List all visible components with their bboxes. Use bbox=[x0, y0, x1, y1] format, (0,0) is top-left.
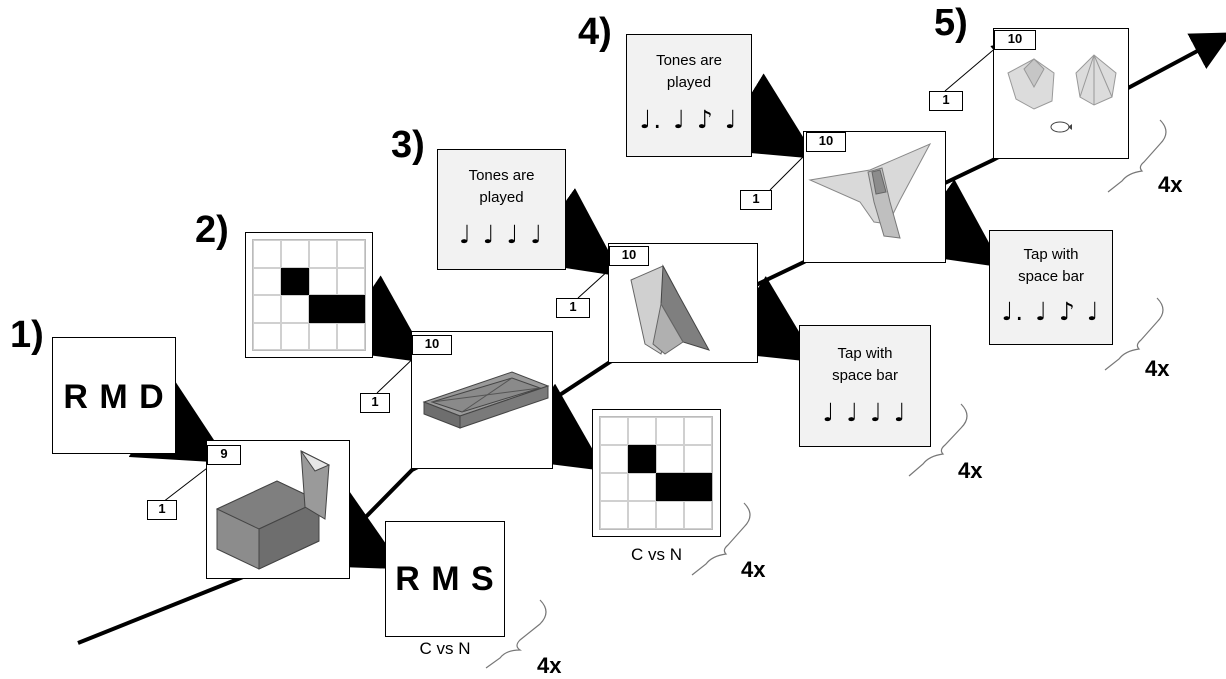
repeat-count: 4x bbox=[741, 557, 766, 582]
repeat-count: 4x bbox=[1158, 172, 1183, 197]
flow-arrow bbox=[505, 383, 605, 471]
pattern-card bbox=[245, 232, 373, 358]
cue-card: Tones are played ♩ ♩ ♩ ♩ bbox=[437, 149, 566, 270]
repeat-brace bbox=[1107, 119, 1167, 193]
test-card: Tap with space bar ♩ ♩ ♩ ♩ bbox=[799, 325, 931, 447]
origami-box bbox=[422, 371, 550, 429]
step-label: 4) bbox=[578, 11, 612, 53]
test-text-line1: Tap with bbox=[837, 345, 893, 362]
pattern-grid bbox=[599, 416, 713, 530]
flow-arrow bbox=[902, 179, 1003, 268]
rhythm-notes: ♩. ♩ ♪ ♩ bbox=[1001, 297, 1101, 326]
step-label: 3) bbox=[391, 124, 425, 166]
flow-arrow bbox=[716, 73, 817, 159]
test-card: R M S bbox=[385, 521, 505, 637]
cue-text-line2: played bbox=[479, 189, 524, 206]
trial-start-number: 1 bbox=[740, 190, 772, 210]
stimulus-card: R M D bbox=[52, 337, 176, 454]
cue-text-line2: played bbox=[666, 74, 712, 91]
pattern-grid bbox=[252, 239, 366, 351]
trial-end-number: 10 bbox=[609, 246, 649, 266]
step-label: 1) bbox=[10, 314, 44, 356]
rhythm-notes: ♩ ♩ ♩ ♩ bbox=[822, 398, 908, 427]
flow-arrow bbox=[128, 379, 230, 463]
trial-start-number: 1 bbox=[929, 91, 963, 111]
test-text-line1: Tap with bbox=[1023, 246, 1079, 263]
cue-card: Tones are played ♩. ♩ ♪ ♩ bbox=[626, 34, 752, 157]
test-letters: R M S bbox=[395, 560, 495, 598]
step-label: 2) bbox=[195, 209, 229, 251]
cue-text-line1: Tones are bbox=[656, 52, 722, 69]
flow-arrow bbox=[717, 275, 818, 363]
repeat-count: 4x bbox=[958, 458, 983, 483]
origami-panel bbox=[803, 131, 946, 263]
trial-start-number: 1 bbox=[360, 393, 390, 413]
trial-end-number: 10 bbox=[412, 335, 452, 355]
trial-end-number: 9 bbox=[207, 445, 241, 465]
repeat-brace bbox=[1104, 297, 1164, 371]
trial-start-number: 1 bbox=[556, 298, 590, 318]
repeat-brace bbox=[908, 403, 968, 477]
step-label: 5) bbox=[934, 2, 968, 44]
origami-frog bbox=[1007, 54, 1117, 133]
rotate-icon bbox=[1050, 121, 1070, 133]
flow-arrow bbox=[522, 188, 623, 277]
origami-bird bbox=[630, 264, 711, 355]
test-caption: C vs N bbox=[419, 639, 471, 658]
origami-panel bbox=[206, 440, 350, 579]
flow-arrow bbox=[330, 275, 430, 364]
trial-end-number: 10 bbox=[806, 132, 846, 152]
test-text-line2: space bar bbox=[832, 367, 898, 384]
test-pattern-card bbox=[592, 409, 721, 537]
origami-plane bbox=[808, 142, 932, 239]
flow-arrow bbox=[303, 486, 404, 570]
repeat-count: 4x bbox=[1145, 356, 1170, 381]
repeat-braces bbox=[485, 119, 1167, 669]
stimulus-letters: R M D bbox=[63, 378, 165, 416]
test-text-line2: space bar bbox=[1018, 268, 1084, 285]
repeat-brace bbox=[485, 599, 547, 669]
test-card: Tap with space bar ♩. ♩ ♪ ♩ bbox=[989, 230, 1113, 345]
origami-chair bbox=[215, 450, 331, 570]
trial-end-number: 10 bbox=[994, 30, 1036, 50]
rhythm-notes: ♩. ♩ ♪ ♩ bbox=[639, 105, 739, 134]
flow-arrows bbox=[128, 73, 1003, 570]
repeat-brace bbox=[691, 502, 751, 576]
cue-text-line1: Tones are bbox=[468, 167, 535, 184]
trial-start-number: 1 bbox=[147, 500, 177, 520]
rhythm-notes: ♩ ♩ ♩ ♩ bbox=[458, 220, 544, 249]
repeat-count: 4x bbox=[537, 653, 562, 678]
test-caption: C vs N bbox=[631, 545, 682, 564]
